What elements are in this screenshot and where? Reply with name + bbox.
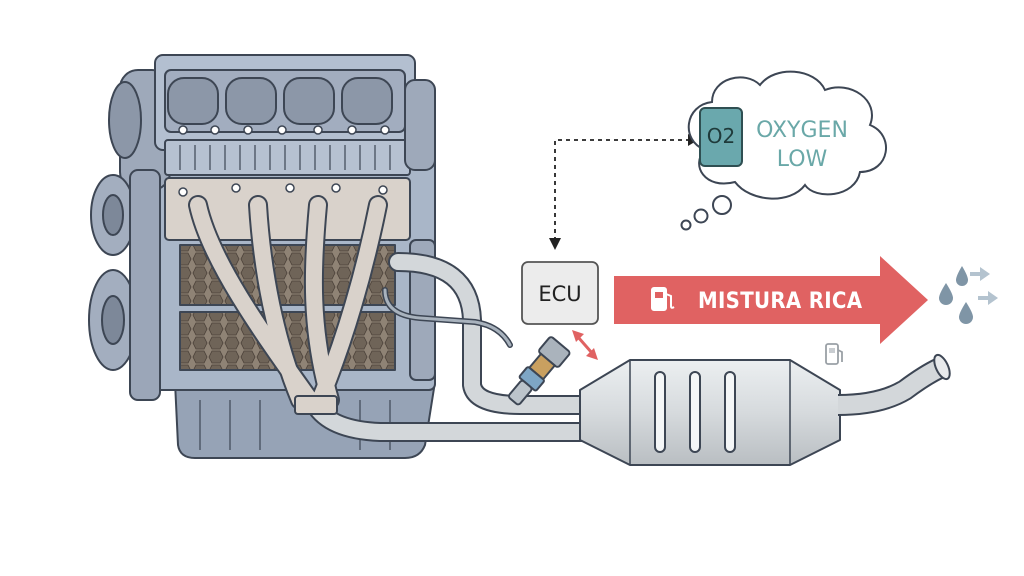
two-way-arrow-icon (572, 330, 598, 360)
thought-cloud: O2 OXYGEN LOW (680, 70, 887, 231)
water-drop-icon (939, 283, 953, 305)
oxygen-sensor (382, 287, 571, 406)
rich-mixture-arrow: MISTURA RICA (614, 256, 928, 344)
o2-badge-label: O2 (707, 124, 735, 148)
water-drop-icon (956, 266, 968, 286)
mixture-label: MISTURA RICA (698, 289, 863, 314)
signal-dashed-line (549, 134, 698, 250)
ecu-label: ECU (538, 282, 581, 306)
fuel-pump-icon (825, 343, 843, 365)
water-drops (939, 266, 973, 324)
oxygen-sensor-icon: O2 (699, 107, 743, 167)
ecu-box: ECU (521, 261, 599, 325)
water-drop-icon (959, 302, 973, 324)
catalytic-converter (579, 359, 841, 466)
tailpipe (837, 353, 951, 416)
engine-block (88, 54, 436, 459)
flow-arrows (970, 267, 998, 305)
fuel-pump-icon (651, 287, 675, 311)
oxygen-label: OXYGEN (756, 118, 848, 143)
low-label: LOW (777, 147, 828, 172)
